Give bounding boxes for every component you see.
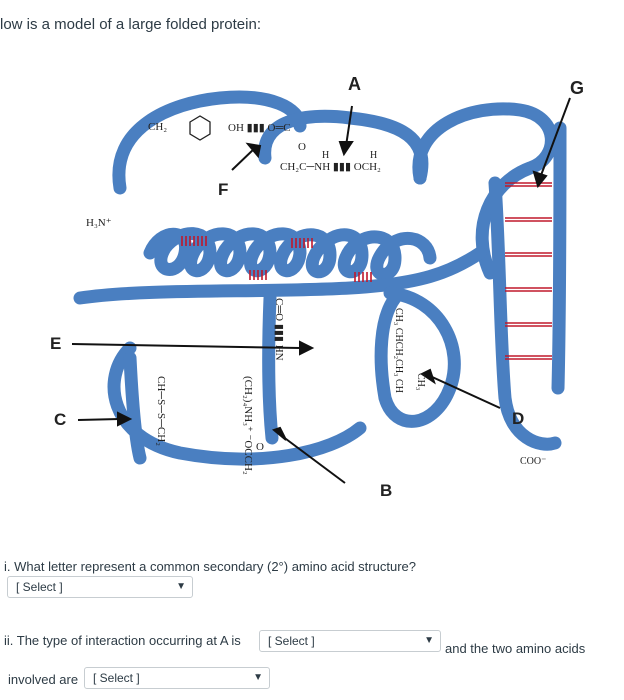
chem-tyrosine: CH₂ — [148, 121, 167, 133]
benzene-ring-icon — [189, 115, 211, 141]
chem-amide-h1: H — [322, 150, 329, 161]
question-3-select[interactable]: [ Select ] ▼ — [84, 667, 270, 689]
question-3-text: involved are — [8, 672, 79, 687]
protein-model-figure: A G F E C D B CH₂ OH ▮▮▮ O═C O H H CH₂C─… — [50, 74, 584, 500]
chem-hydrophobic-sub: CH₃ — [415, 373, 426, 390]
question-3-select-value: [ Select ] — [93, 671, 140, 685]
label-D: D — [512, 409, 524, 428]
question-1-select-value: [ Select ] — [16, 580, 63, 594]
label-E: E — [50, 334, 61, 353]
chem-amide-h2: H — [370, 150, 377, 161]
label-C: C — [54, 410, 66, 429]
question-2-suffix: and the two amino acids — [445, 641, 586, 656]
chem-oh-bond: OH ▮▮▮ O═C — [228, 122, 291, 134]
chevron-down-icon: ▼ — [253, 672, 263, 683]
chem-salt-bridge: (CH₂)₄NH₃⁺ ⁻OCCH₂ — [242, 376, 254, 475]
chevron-down-icon: ▼ — [176, 581, 186, 592]
chem-disulfide: CH─S─S─CH₂ — [155, 376, 167, 446]
question-2-select-value: [ Select ] — [268, 634, 315, 648]
question-1-text: i. What letter represent a common second… — [4, 559, 416, 574]
question-2-text: ii. The type of interaction occurring at… — [4, 633, 241, 648]
label-G: G — [570, 78, 584, 98]
chevron-down-icon: ▼ — [424, 635, 434, 646]
chem-hydrophobic: CH₃ CHCH₂CH₃ CH — [393, 308, 404, 393]
question-intro: low is a model of a large folded protein… — [0, 16, 261, 33]
chem-co-hn: C═O ▮▮▮ HN — [273, 298, 285, 361]
question-1-select[interactable]: [ Select ] ▼ — [7, 576, 193, 598]
label-B: B — [380, 481, 392, 500]
question-2-select[interactable]: [ Select ] ▼ — [259, 630, 441, 652]
chem-n-terminus: H₃N⁺ — [86, 217, 112, 229]
label-F: F — [218, 180, 228, 199]
chem-amide-o: O — [298, 141, 306, 153]
chem-c-terminus: COO⁻ — [520, 456, 546, 467]
chem-amide-line: CH₂C─NH ▮▮▮ OCH₂ — [280, 161, 381, 173]
label-A: A — [348, 74, 361, 94]
chem-carbonyl-o: O — [256, 441, 264, 453]
